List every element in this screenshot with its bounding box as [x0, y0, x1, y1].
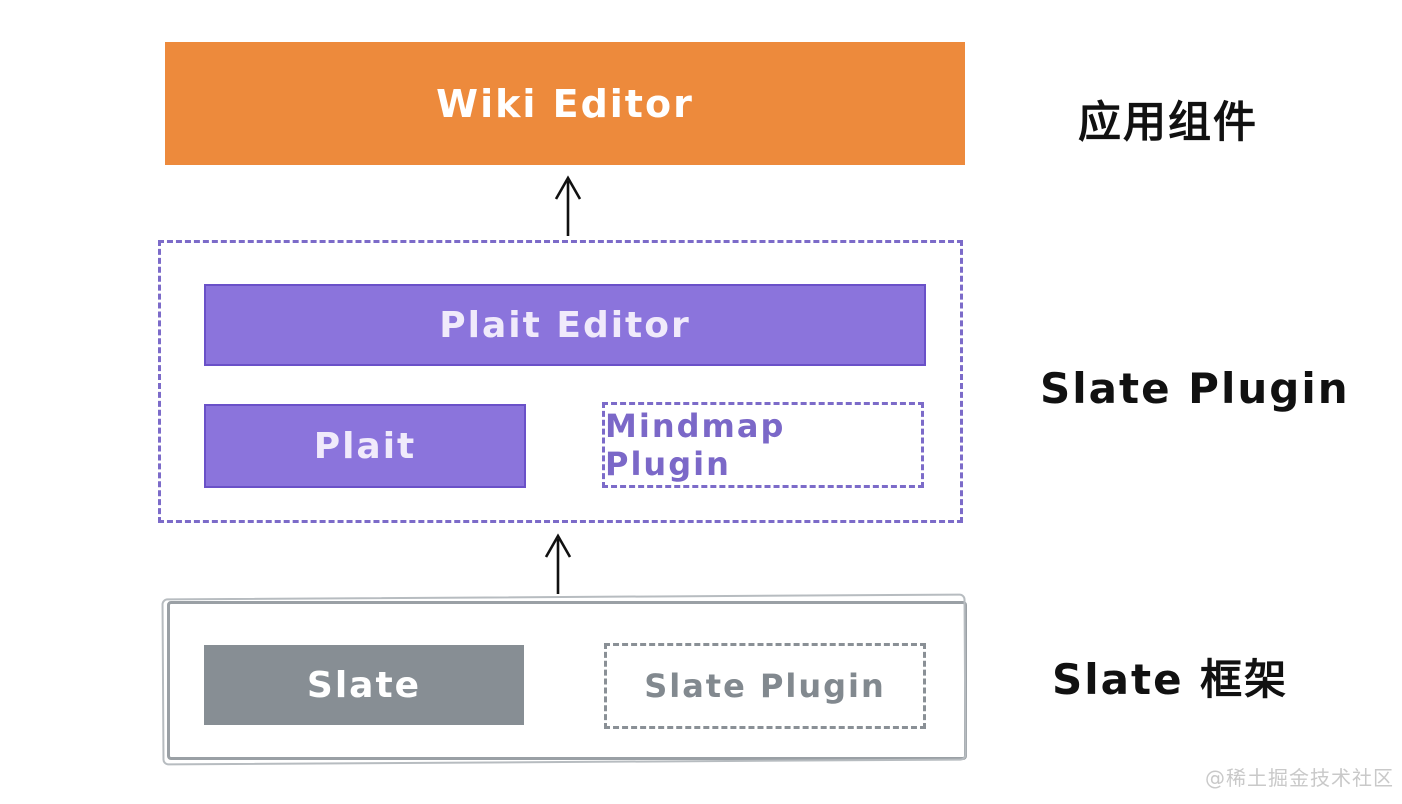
plait-label: Plait	[313, 425, 417, 467]
up-arrow-icon	[544, 533, 572, 594]
plait-box: Plait	[204, 404, 526, 488]
mindmap-plugin-box: Mindmap Plugin	[602, 402, 924, 488]
wiki-editor-label: Wiki Editor	[436, 81, 694, 126]
app-layer-side-label: 应用组件	[1078, 98, 1258, 148]
slate-box: Slate	[204, 645, 524, 725]
slate-plugin-box: Slate Plugin	[604, 643, 926, 729]
up-arrow-icon	[554, 175, 582, 236]
wiki-editor-box: Wiki Editor	[165, 42, 965, 165]
mindmap-plugin-label: Mindmap Plugin	[605, 407, 786, 483]
plugin-layer-side-label: Slate Plugin	[1040, 364, 1350, 413]
plait-editor-label: Plait Editor	[439, 304, 691, 346]
framework-layer-side-label: Slate 框架	[1052, 655, 1289, 704]
slate-plugin-label: Slate Plugin	[644, 667, 886, 705]
plait-editor-box: Plait Editor	[204, 284, 926, 366]
slate-label: Slate	[306, 664, 422, 706]
watermark: @稀土掘金技术社区	[1205, 766, 1394, 790]
